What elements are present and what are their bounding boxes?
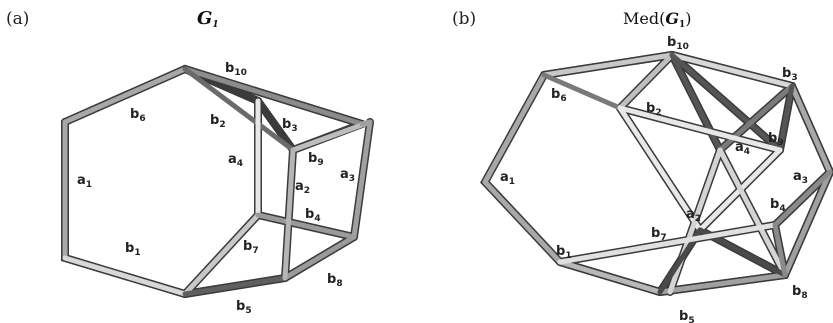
edge-a1-b1: [485, 182, 560, 262]
panel-a: (a) G1: [6, 8, 370, 316]
label-b2: b2: [646, 101, 662, 118]
label-b1: b1: [125, 241, 141, 258]
edge-b9: [362, 122, 370, 124]
label-a1: a1: [77, 173, 92, 190]
label-a3: a3: [793, 169, 808, 186]
label-b5: b5: [679, 309, 695, 323]
label-b7: b7: [243, 239, 259, 256]
label-a4: a4: [228, 152, 243, 169]
panel-a-title: G1: [197, 8, 219, 30]
edge-a3: [354, 122, 370, 237]
label-b1: b1: [556, 244, 572, 261]
panel-b: (b) Med(G1): [452, 9, 830, 323]
panel-b-letter: (b): [452, 9, 476, 29]
label-b6: b6: [551, 87, 567, 104]
label-b10: b10: [225, 61, 247, 78]
edge-b6-a1: [485, 75, 544, 182]
label-b6: b6: [130, 107, 146, 124]
panel-b-title: Med(G1): [623, 9, 692, 30]
panel-a-letter: (a): [6, 9, 29, 29]
label-b8: b8: [327, 272, 343, 289]
edge-b1: [65, 258, 185, 294]
label-b5: b5: [236, 299, 252, 316]
label-b2: b2: [210, 113, 226, 130]
label-b3: b3: [782, 66, 798, 83]
edge-b8-a3: [785, 172, 830, 275]
label-b4: b4: [770, 197, 786, 214]
edge-b3: [293, 122, 370, 150]
edge-b2: [185, 69, 293, 150]
label-b3: b3: [282, 117, 298, 134]
label-b7: b7: [651, 226, 667, 243]
edge-a3-b3: [792, 86, 830, 172]
edge-b8: [285, 237, 354, 278]
label-a2: a2: [295, 179, 310, 196]
label-b8: b8: [792, 284, 808, 301]
graph-med-g1: [485, 55, 830, 292]
label-b9: b9: [308, 151, 324, 168]
edge-b1-b5: [560, 262, 660, 292]
graph-g1: [65, 69, 370, 294]
label-b4: b4: [305, 207, 321, 224]
label-a1: a1: [500, 170, 515, 187]
label-a3: a3: [340, 167, 355, 184]
label-b10: b10: [667, 35, 689, 52]
edge-b6: [65, 69, 185, 122]
